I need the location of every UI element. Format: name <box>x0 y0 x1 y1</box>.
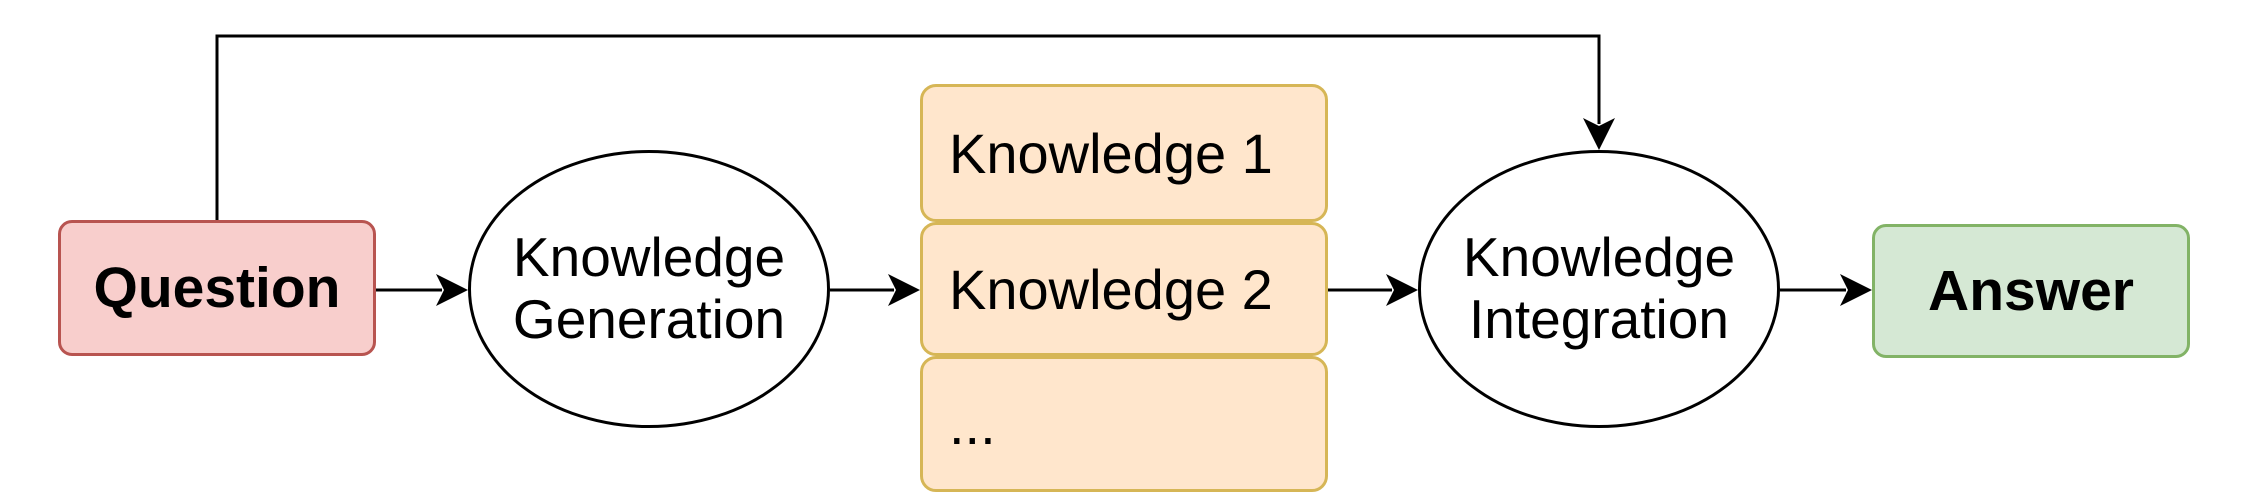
question-label: Question <box>93 256 341 320</box>
knowledge-integration-label-line-1: Knowledge <box>1462 226 1736 289</box>
answer-label: Answer <box>1928 259 2134 323</box>
edge-knowledge-to-integration <box>1328 274 1418 306</box>
knowledge-item-ellipsis: ... <box>920 356 1328 492</box>
knowledge-item-1: Knowledge 1 <box>920 84 1328 222</box>
knowledge-integration-node: Knowledge Integration <box>1418 150 1780 428</box>
answer-node: Answer <box>1872 224 2190 358</box>
knowledge-generation-node: Knowledge Generation <box>468 150 830 428</box>
knowledge-item-2-label: Knowledge 2 <box>949 257 1273 321</box>
edge-question-to-generation <box>376 274 468 306</box>
knowledge-integration-label-line-2: Integration <box>1469 288 1729 350</box>
knowledge-item-2: Knowledge 2 <box>920 222 1328 356</box>
edge-integration-to-answer <box>1780 274 1872 306</box>
knowledge-item-1-label: Knowledge 1 <box>949 121 1273 185</box>
question-node: Question <box>58 220 376 356</box>
knowledge-item-ellipsis-label: ... <box>949 392 996 456</box>
edge-question-to-integration-over-top <box>215 34 1615 220</box>
knowledge-generation-label-line-2: Generation <box>512 288 786 350</box>
knowledge-generation-label-line-1: Knowledge <box>512 226 786 289</box>
edge-generation-to-knowledge <box>830 274 920 306</box>
